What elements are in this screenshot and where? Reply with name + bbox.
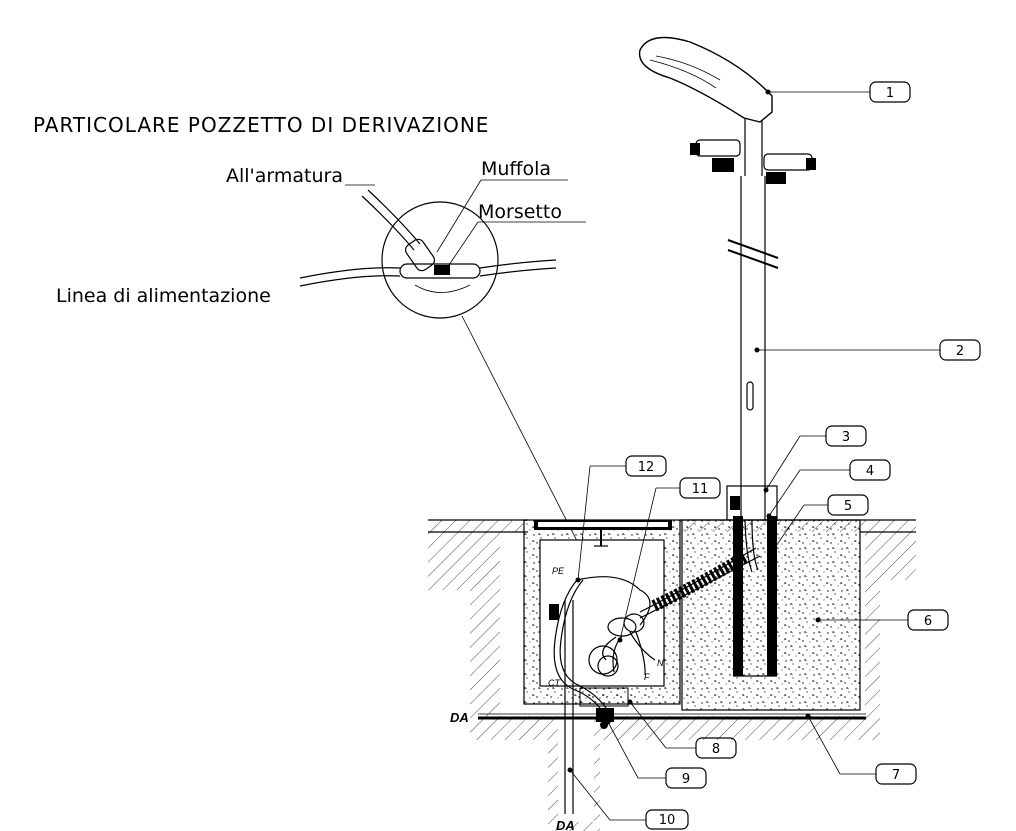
callout-1: 1 [765, 81, 911, 103]
street-pole [726, 118, 779, 573]
svg-text:11: 11 [692, 482, 709, 497]
svg-text:4: 4 [866, 464, 874, 479]
label-muffola: Muffola [481, 158, 551, 180]
pole-sleeve [733, 516, 777, 677]
svg-text:7: 7 [892, 768, 900, 783]
callout-7: 7 [805, 713, 917, 785]
label-pe: PE [552, 566, 565, 576]
label-n: N [657, 658, 664, 668]
svg-text:2: 2 [956, 344, 964, 359]
detail-circle [299, 189, 557, 319]
earth-rod [549, 600, 574, 814]
callout-2: 2 [754, 339, 981, 361]
svg-text:5: 5 [844, 499, 852, 514]
callout-5: 5 [769, 494, 869, 555]
svg-text:12: 12 [638, 460, 655, 475]
label-da-bottom: DA [556, 818, 575, 831]
svg-text:3: 3 [842, 430, 850, 445]
callout-6: 6 [815, 609, 949, 631]
label-f: F [644, 672, 650, 682]
label-armatura: All'armatura [226, 165, 343, 187]
cable-conduit [651, 550, 750, 612]
svg-text:8: 8 [712, 742, 720, 757]
callout-12: 12 [575, 455, 667, 583]
label-morsetto: Morsetto [478, 201, 562, 223]
svg-text:6: 6 [924, 614, 932, 629]
callout-3: 3 [763, 425, 867, 493]
svg-text:1: 1 [886, 86, 894, 101]
svg-text:10: 10 [659, 813, 676, 828]
callout-8: 8 [627, 699, 737, 759]
callout-11: 11 [617, 477, 721, 643]
label-da-top: DA [450, 710, 469, 725]
drawing-title: PARTICOLARE POZZETTO DI DERIVAZIONE [33, 113, 489, 137]
svg-text:9: 9 [682, 772, 690, 787]
callout-4: 4 [766, 459, 891, 519]
luminaire [638, 36, 773, 123]
callout-10: 10 [567, 767, 689, 830]
cctv-cameras [690, 139, 816, 184]
label-linea: Linea di alimentazione [56, 285, 271, 307]
manhole-cables [553, 547, 761, 709]
callout-9: 9 [605, 719, 707, 789]
label-ct: CT [548, 678, 561, 688]
